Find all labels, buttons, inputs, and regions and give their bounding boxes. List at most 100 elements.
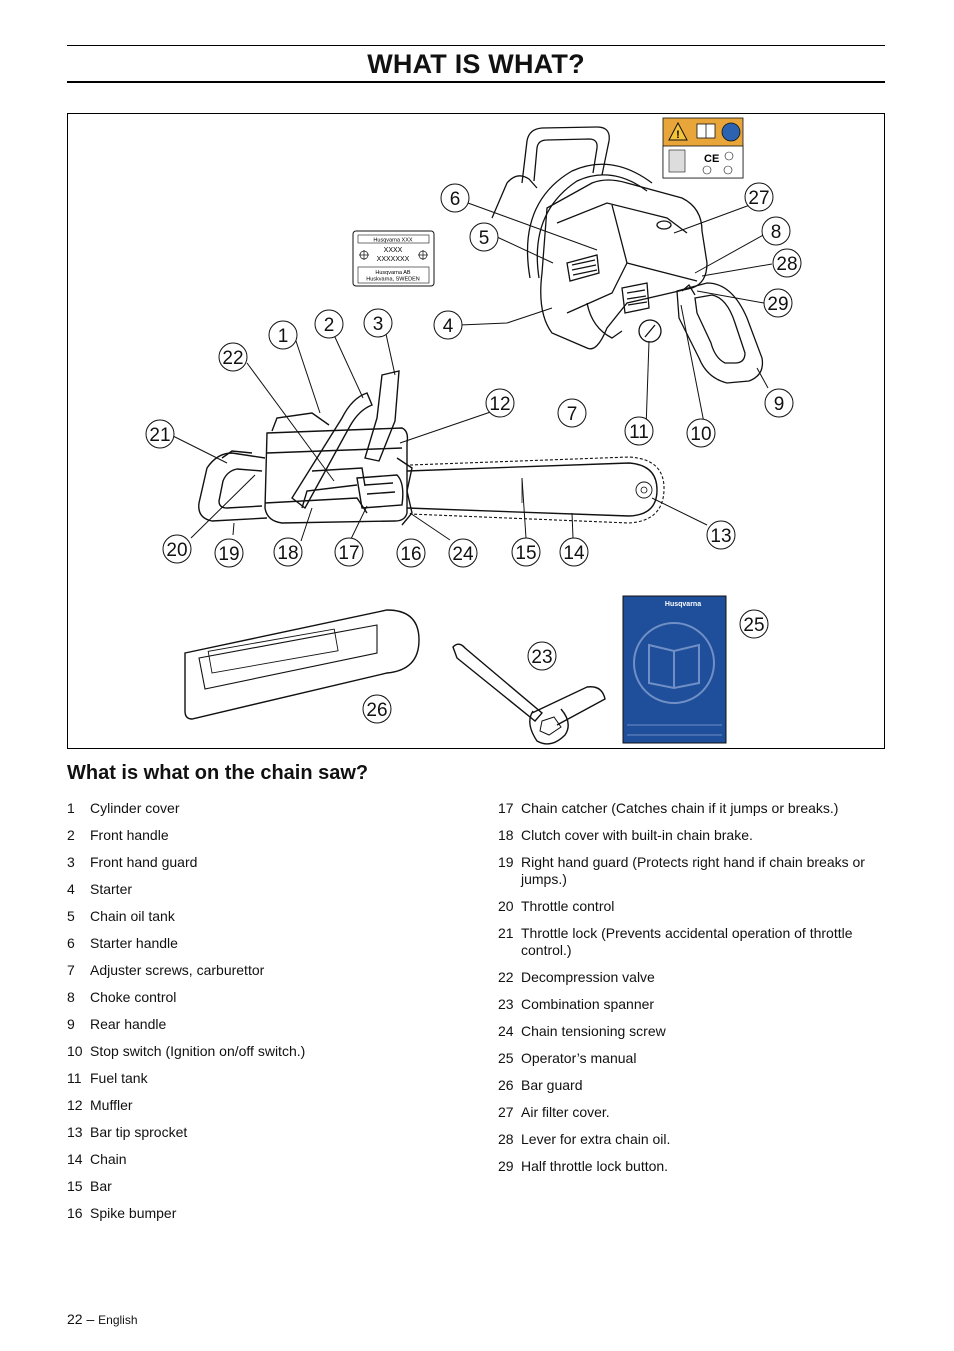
- item-text: Clutch cover with built-in chain brake.: [521, 827, 753, 843]
- bar-guard: [184, 609, 420, 720]
- item-number: 13: [67, 1124, 83, 1140]
- svg-text:22: 22: [222, 348, 243, 369]
- item-number: 11: [67, 1070, 82, 1086]
- callout-1: 1: [268, 320, 298, 350]
- list-item: 4 Starter: [67, 881, 457, 898]
- item-number: 14: [67, 1151, 83, 1167]
- item-number: 28: [498, 1131, 514, 1147]
- item-text: Half throttle lock button.: [521, 1158, 669, 1174]
- list-item: 2 Front handle: [67, 827, 457, 844]
- svg-text:27: 27: [748, 188, 769, 209]
- callout-26: 26: [362, 694, 392, 724]
- item-number: 4: [67, 881, 75, 897]
- item-number: 6: [67, 935, 75, 951]
- item-number: 8: [67, 989, 75, 1005]
- rating-plate: Husqvarna XXX XXXX XXXXXXX Husqvarna AB …: [352, 230, 435, 287]
- item-number: 26: [498, 1077, 514, 1093]
- svg-text:11: 11: [629, 422, 649, 443]
- item-number: 22: [498, 969, 514, 985]
- plate-line2: XXXXXXX: [377, 256, 410, 263]
- svg-text:24: 24: [452, 544, 474, 565]
- item-text: Combination spanner: [521, 996, 655, 1012]
- callout-6: 6: [440, 183, 470, 213]
- item-text: Chain: [90, 1151, 127, 1167]
- list-item: 28 Lever for extra chain oil.: [498, 1131, 888, 1148]
- svg-text:21: 21: [149, 425, 170, 446]
- item-text: Front handle: [90, 827, 169, 843]
- callout-24: 24: [448, 538, 478, 568]
- item-text: Throttle lock (Prevents accidental opera…: [521, 925, 853, 958]
- callout-5: 5: [469, 222, 499, 252]
- svg-text:26: 26: [366, 700, 387, 721]
- plate-model: Husqvarna XXX: [373, 238, 412, 244]
- item-text: Stop switch (Ignition on/off switch.): [90, 1043, 306, 1059]
- svg-text:5: 5: [479, 228, 490, 249]
- list-item: 8 Choke control: [67, 989, 457, 1006]
- item-text: Cylinder cover: [90, 800, 180, 816]
- item-number: 24: [498, 1023, 514, 1039]
- combination-spanner: [452, 643, 606, 745]
- callout-23: 23: [527, 641, 557, 671]
- page-footer: 22 – English: [67, 1311, 138, 1327]
- svg-text:15: 15: [515, 543, 536, 564]
- callout-29: 29: [763, 288, 793, 318]
- item-text: Spike bumper: [90, 1205, 177, 1221]
- list-item: 14 Chain: [67, 1151, 457, 1168]
- callout-20: 20: [162, 534, 192, 564]
- callout-3: 3: [363, 308, 393, 338]
- item-number: 29: [498, 1158, 514, 1174]
- item-text: Starter: [90, 881, 133, 897]
- chainsaw-side-view: [198, 370, 665, 526]
- item-text: Lever for extra chain oil.: [521, 1131, 671, 1147]
- callout-8: 8: [761, 216, 791, 246]
- svg-text:17: 17: [338, 543, 359, 564]
- callout-13: 13: [706, 520, 736, 550]
- svg-text:3: 3: [373, 314, 384, 335]
- item-text: Decompression valve: [521, 969, 655, 985]
- callout-19: 19: [214, 538, 244, 568]
- list-item: 26 Bar guard: [498, 1077, 888, 1094]
- page-number: 22: [67, 1311, 83, 1327]
- item-number: 10: [67, 1043, 83, 1059]
- callout-21: 21: [145, 419, 175, 449]
- svg-text:23: 23: [531, 647, 552, 668]
- callout-7: 7: [557, 398, 587, 428]
- item-text: Chain catcher (Catches chain if it jumps…: [521, 800, 839, 816]
- manual-brand: Husqvarna: [665, 601, 701, 608]
- callout-12: 12: [485, 388, 515, 418]
- item-text: Starter handle: [90, 935, 178, 951]
- ce-mark: CE: [704, 153, 719, 165]
- callout-15: 15: [511, 537, 541, 567]
- item-text: Operator’s manual: [521, 1050, 637, 1066]
- item-text: Rear handle: [90, 1016, 167, 1032]
- item-number: 5: [67, 908, 75, 924]
- item-text: Adjuster screws, carburettor: [90, 962, 265, 978]
- item-number: 2: [67, 827, 75, 843]
- svg-text:2: 2: [324, 315, 335, 336]
- item-text: Choke control: [90, 989, 177, 1005]
- callout-25: 25: [739, 609, 769, 639]
- svg-text:6: 6: [450, 189, 461, 210]
- chainsaw-figure: ! CE Husqvarna XXX XXXX XXXXXXX Husqvarn…: [67, 113, 885, 749]
- page-title: WHAT IS WHAT?: [367, 49, 585, 79]
- callout-9: 9: [764, 388, 794, 418]
- callout-10: 10: [686, 418, 716, 448]
- callout-16: 16: [396, 538, 426, 568]
- svg-text:25: 25: [743, 615, 764, 636]
- item-number: 27: [498, 1104, 514, 1120]
- callout-11: 11: [624, 416, 654, 446]
- svg-text:16: 16: [400, 544, 421, 565]
- item-text: Bar guard: [521, 1077, 583, 1093]
